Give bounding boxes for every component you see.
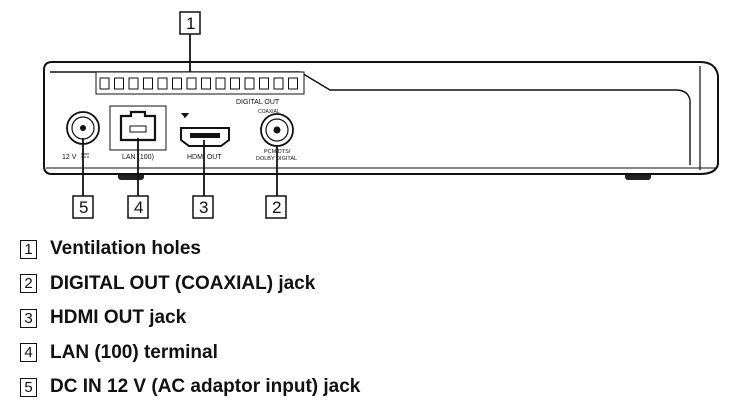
callout-5: 5 <box>72 195 94 219</box>
svg-text:3: 3 <box>199 198 208 217</box>
vent-slot <box>143 77 153 90</box>
svg-text:4: 4 <box>134 198 143 217</box>
legend-text: HDMI OUT jack <box>50 307 187 329</box>
vent-slot <box>172 77 182 90</box>
vent-slot <box>186 77 197 90</box>
svg-text:5: 5 <box>79 198 88 217</box>
legend-number: 1 <box>20 239 37 259</box>
vent-slot <box>201 77 211 90</box>
legend-number: 2 <box>20 274 37 294</box>
legend-number: 5 <box>20 377 37 397</box>
vent-slot <box>128 77 139 90</box>
rear-panel-diagram: 12 V LAN (100) HDMI OUT DIGITAL OUT COAX… <box>43 11 719 219</box>
callout-3: 3 <box>192 195 214 219</box>
legend-item-lan: 4 LAN (100) terminal <box>20 336 360 371</box>
legend-text: DC IN 12 V (AC adaptor input) jack <box>50 376 361 398</box>
coaxial-label: COAXIAL <box>258 109 280 115</box>
callout-1: 1 <box>179 11 201 35</box>
device-top-edge <box>50 71 691 165</box>
legend-number: 4 <box>20 343 37 363</box>
vent-slot <box>230 77 240 90</box>
lan-port <box>109 105 167 151</box>
vent-slot <box>273 77 284 90</box>
svg-text:2: 2 <box>272 198 281 217</box>
legend-item-hdmi-out: 3 HDMI OUT jack <box>20 301 360 336</box>
vent-slot <box>259 77 269 90</box>
legend-item-ventilation: 1 Ventilation holes <box>20 232 360 267</box>
hdmi-port <box>180 113 230 147</box>
digital-out-label: DIGITAL OUT <box>236 99 280 106</box>
vent-slot <box>215 77 226 90</box>
leader-lines <box>82 30 278 196</box>
legend-text: Ventilation holes <box>50 238 201 260</box>
legend-text: DIGITAL OUT (COAXIAL) jack <box>50 272 316 294</box>
legend-item-dc-in: 5 DC IN 12 V (AC adaptor input) jack <box>20 370 360 405</box>
vent-slot <box>157 77 168 90</box>
vent-slot <box>244 77 255 90</box>
coaxial-jack <box>260 113 294 147</box>
dc-in-label: 12 V <box>62 154 77 161</box>
parts-legend: 1 Ventilation holes 2 DIGITAL OUT (COAXI… <box>20 232 360 405</box>
legend-text: LAN (100) terminal <box>50 341 218 363</box>
ventilation-holes <box>95 71 305 95</box>
vent-slot <box>288 77 298 90</box>
svg-text:1: 1 <box>186 14 195 33</box>
dc-in-jack <box>66 111 100 145</box>
vent-slot <box>114 77 124 90</box>
callout-4: 4 <box>127 195 149 219</box>
vent-slot <box>99 77 110 90</box>
callout-2: 2 <box>265 195 287 219</box>
legend-item-digital-out: 2 DIGITAL OUT (COAXIAL) jack <box>20 267 360 302</box>
legend-number: 3 <box>20 308 37 328</box>
